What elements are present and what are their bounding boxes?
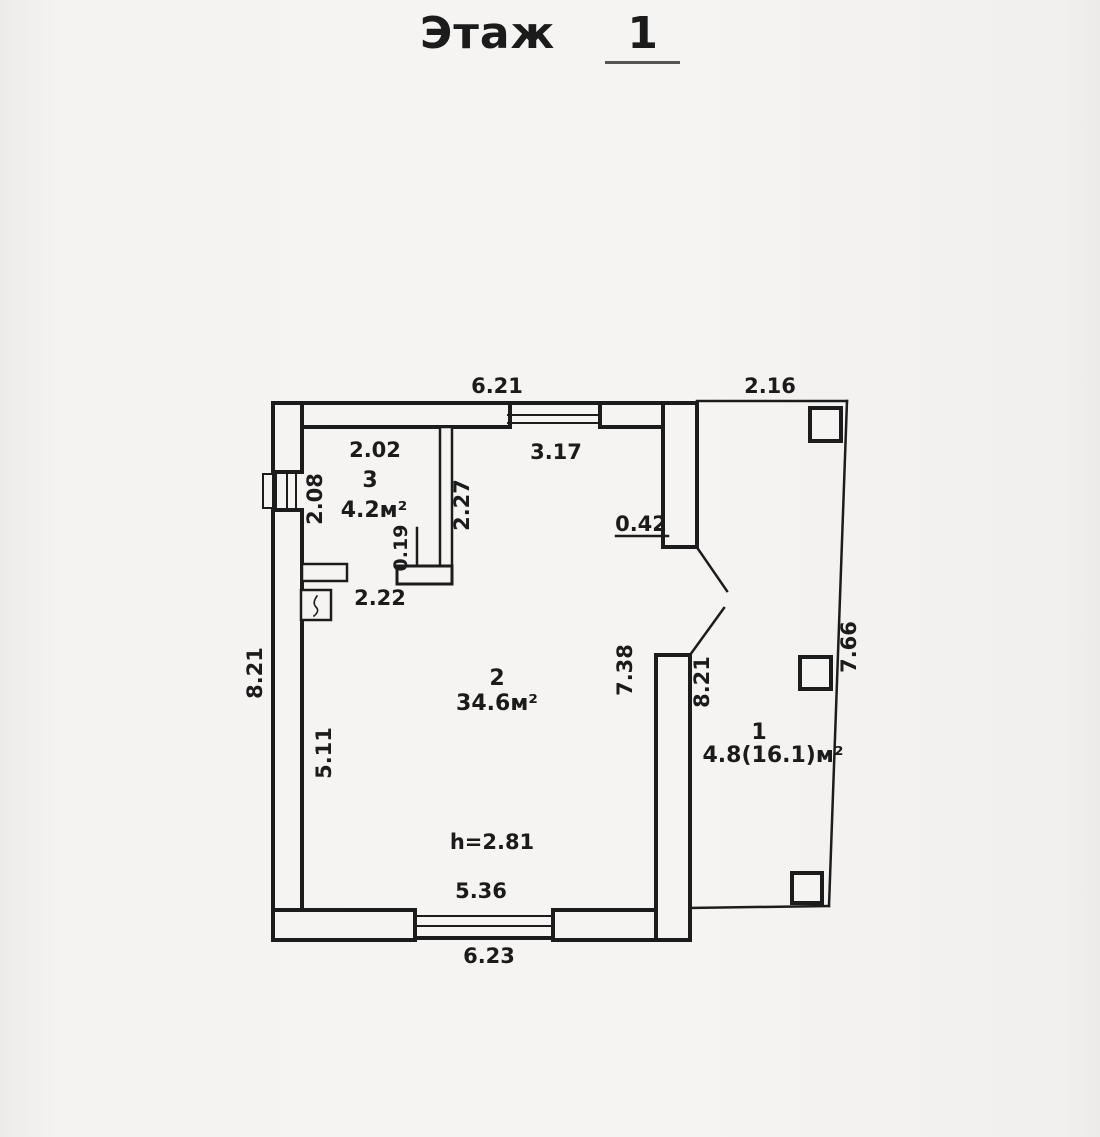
wall-left-main (271, 508, 304, 942)
window-left-sill (262, 473, 274, 509)
dim-porch-top: 2.16 (744, 374, 796, 398)
ceiling-height-label: h=2.81 (450, 830, 534, 854)
wall-top-left (271, 401, 512, 429)
door-leaf-lower (688, 606, 726, 657)
fixture-box (299, 588, 333, 622)
column-bottom (790, 871, 824, 905)
room3-fixtures (299, 562, 349, 622)
porch-outline (686, 399, 849, 910)
room3-partition (395, 425, 454, 586)
dim-bottom-wall: 6.23 (463, 944, 515, 968)
column-top (808, 406, 843, 443)
partition-return (395, 564, 454, 586)
fixture-shelf (300, 562, 349, 583)
room3-area: 4.2м² (341, 498, 408, 523)
dim-partition-end: 0.19 (390, 525, 412, 572)
dim-top-window: 3.17 (530, 440, 582, 464)
walls (271, 401, 699, 942)
room2-area: 34.6м² (456, 691, 538, 716)
dim-wall-stub: 0.42 (615, 512, 667, 536)
column-middle (798, 655, 833, 691)
door-leaf-upper (694, 544, 729, 593)
dim-room3-top: 2.02 (349, 438, 401, 462)
dim-room3-bottom: 2.22 (354, 586, 406, 610)
porch-bottom-edge (686, 904, 831, 910)
floor-title: Этаж 1 (0, 8, 1100, 68)
dim-room2-left: 5.11 (312, 727, 336, 779)
floor-title-number: 1 (605, 8, 680, 64)
wall-lower-right-interior (654, 653, 692, 942)
dim-room2-wall-porch: 8.21 (690, 656, 714, 708)
dim-porch-right: 7.66 (837, 621, 861, 673)
floor-title-word: Этаж (420, 8, 556, 59)
window-left (262, 470, 297, 512)
dim-room3-right: 2.27 (450, 479, 474, 531)
dim-top-wall: 6.21 (471, 374, 523, 398)
dim-room2-right: 7.38 (613, 644, 637, 696)
dim-room3-left: 2.08 (303, 473, 327, 525)
room3-number: 3 (362, 468, 377, 493)
room1-number: 1 (751, 720, 766, 745)
window-bottom (413, 915, 555, 940)
dim-left-wall: 8.21 (243, 647, 267, 699)
window-top (506, 401, 602, 424)
porch-columns (790, 406, 843, 905)
porch-right-edge (827, 399, 849, 908)
door-opening-marks (688, 544, 729, 657)
wall-bottom-left (271, 908, 417, 942)
room2-number: 2 (489, 666, 504, 691)
fixture-glyph (312, 594, 319, 618)
room1-area: 4.8(16.1)м² (703, 743, 844, 768)
wall-left-upper (271, 401, 304, 474)
wall-upper-right-interior (661, 401, 699, 549)
dim-room2-bottom: 5.36 (455, 879, 507, 903)
